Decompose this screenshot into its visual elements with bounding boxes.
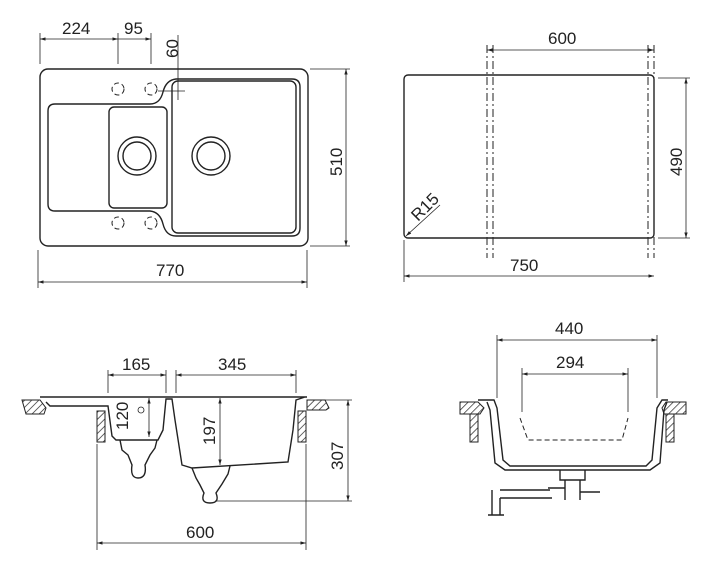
dim-345: 345 bbox=[218, 355, 246, 374]
dim-490: 490 bbox=[667, 148, 686, 176]
tap-hole-icon bbox=[111, 216, 125, 230]
dim-307: 307 bbox=[328, 442, 347, 470]
tap-hole-icon bbox=[144, 82, 158, 96]
top-view: 224 95 60 510 770 bbox=[37, 19, 350, 288]
dim-440: 440 bbox=[555, 319, 583, 338]
tap-hole-icon bbox=[111, 82, 125, 96]
dim-294: 294 bbox=[556, 353, 584, 372]
tap-hole-icon bbox=[144, 216, 158, 230]
dim-197: 197 bbox=[200, 417, 219, 445]
cutout-view: 600 490 750 R15 bbox=[403, 29, 690, 282]
large-drain-icon bbox=[191, 136, 231, 176]
sink-outline bbox=[39, 68, 309, 247]
section-view: 165 345 120 197 307 600 bbox=[21, 355, 352, 550]
dim-95: 95 bbox=[124, 19, 143, 38]
drainer-and-bowl-outline bbox=[47, 78, 301, 237]
large-bowl bbox=[171, 80, 297, 234]
dim-600-cutout: 600 bbox=[548, 29, 576, 48]
small-drain-icon bbox=[117, 136, 157, 176]
dim-770: 770 bbox=[156, 261, 184, 280]
bowl-section-view: 440 294 bbox=[459, 319, 687, 516]
cutout-outline bbox=[403, 74, 655, 239]
small-bowl bbox=[108, 106, 168, 209]
dim-165: 165 bbox=[122, 355, 150, 374]
dim-510: 510 bbox=[327, 148, 346, 176]
dim-224: 224 bbox=[62, 19, 90, 38]
dim-120: 120 bbox=[113, 402, 132, 430]
dim-r15: R15 bbox=[407, 189, 442, 224]
dim-600-cabinet: 600 bbox=[186, 523, 214, 542]
dim-750: 750 bbox=[510, 256, 538, 275]
dim-60: 60 bbox=[163, 39, 182, 58]
